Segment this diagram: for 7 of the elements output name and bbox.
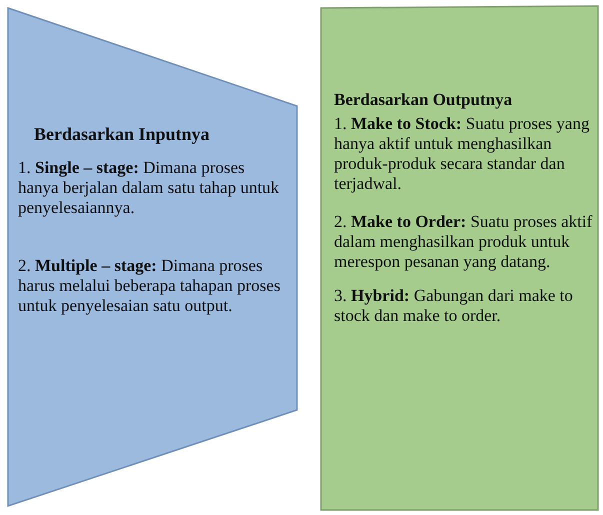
list-item: 1. Single – stage: Dimana proses hanya berjalan dalam satu tahap untuk penyelesaiannya.: [18, 158, 280, 218]
list-item: 3. Hybrid: Gabungan dari make to stock dan make to order.: [334, 286, 574, 326]
list-item: 1. Make to Stock: Suatu proses yang hanya aktif untuk menghasilkan produk-produk secara standar dan terjadwal.: [334, 114, 590, 194]
panel-heading: Berdasarkan Outputnya: [334, 90, 514, 110]
panel-heading: Berdasarkan Inputnya: [34, 124, 211, 144]
list-item: 2. Multiple – stage: Dimana proses harus melalui beberapa tahapan proses untuk penyelesaian satu output.: [18, 256, 282, 316]
list-item: 2. Make to Order: Suatu proses aktif dalam menghasilkan produk untuk merespon pesanan yang datang.: [334, 212, 594, 272]
